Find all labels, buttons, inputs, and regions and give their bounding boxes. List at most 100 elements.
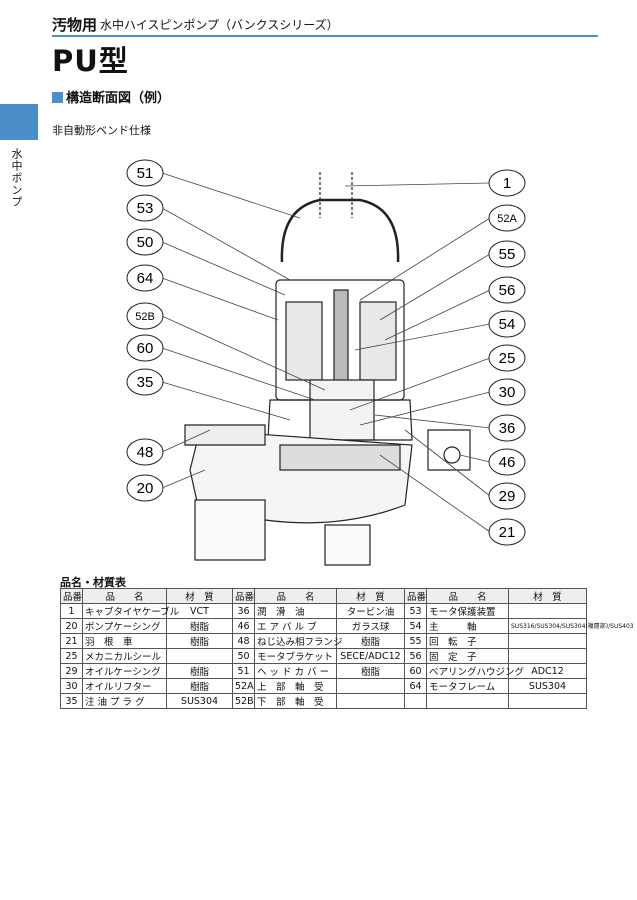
- section-title: 構造断面図（例）: [66, 91, 171, 106]
- svg-text:29: 29: [499, 488, 516, 505]
- cell: 樹脂: [166, 618, 233, 634]
- svg-text:35: 35: [137, 374, 154, 391]
- callouts-right: 1 52A 55 56 54 25 30 36 46 29 21: [488, 169, 526, 546]
- callout-46: 46: [488, 448, 526, 476]
- cell: [166, 648, 233, 664]
- leader-46: [459, 454, 491, 463]
- cell: 55: [404, 633, 427, 649]
- leader-52b: [161, 315, 326, 391]
- suction: [324, 524, 371, 566]
- cell: 35: [60, 693, 83, 709]
- cell: 樹脂: [166, 633, 233, 649]
- spec-note: 非自動形ベンド仕様: [52, 124, 151, 137]
- cell: 60: [404, 663, 427, 679]
- cell: 52B: [232, 693, 255, 709]
- cross-section-diagram: 51 53 50 64 52B 60 35 48 20 1 52A 55 56 …: [126, 159, 526, 566]
- cell: [404, 693, 427, 709]
- table-row: 29 オイルケーシング 樹脂 51 ヘ ッ ド カ バ ー 樹脂 60 ベアリン…: [60, 663, 587, 679]
- header-material-1: 材 質: [166, 588, 233, 604]
- callout-20: 20: [126, 474, 164, 502]
- header-rule: [52, 35, 598, 37]
- cell: 48: [232, 633, 255, 649]
- cell: 36: [232, 603, 255, 619]
- cell: 64: [404, 678, 427, 694]
- discharge: [194, 499, 266, 561]
- svg-text:53: 53: [137, 200, 154, 217]
- callout-53: 53: [126, 194, 164, 222]
- cell: オイルリフター: [82, 678, 167, 694]
- header-name-1: 品 名: [82, 588, 167, 604]
- parts-material-table: 品番 品 名 材 質 品番 品 名 材 質 品番 品 名 材 質 1 キャブタイ…: [60, 588, 634, 709]
- callout-1: 1: [488, 169, 526, 197]
- cell: 潤 滑 油: [254, 603, 337, 619]
- cell: タービン油: [336, 603, 405, 619]
- header-no-1: 品番: [60, 588, 83, 604]
- flange: [184, 424, 266, 446]
- cell: [508, 633, 587, 649]
- svg-text:48: 48: [137, 444, 154, 461]
- callout-30: 30: [488, 378, 526, 406]
- header-material-3: 材 質: [508, 588, 587, 604]
- cell: [508, 648, 587, 664]
- cell: [336, 678, 405, 694]
- cell: モータブラケット: [254, 648, 337, 664]
- table-row: 1 キャブタイヤケーブル VCT 36 潤 滑 油 タービン油 53 モータ保護…: [60, 603, 587, 619]
- callout-51: 51: [126, 159, 164, 187]
- cell: 上 部 軸 受: [254, 678, 337, 694]
- cell: 主 軸: [426, 618, 509, 634]
- svg-text:36: 36: [499, 420, 516, 437]
- cell: 21: [60, 633, 83, 649]
- cell: 注 油 プ ラ グ: [82, 693, 167, 709]
- svg-text:21: 21: [499, 524, 516, 541]
- page-title: PU型: [52, 44, 129, 78]
- cable: [319, 172, 353, 218]
- cell: 29: [60, 663, 83, 679]
- header-name-3: 品 名: [426, 588, 509, 604]
- svg-text:50: 50: [137, 234, 154, 251]
- cell: 下 部 軸 受: [254, 693, 337, 709]
- cell: 54: [404, 618, 427, 634]
- stator-left: [285, 301, 323, 381]
- leader-21: [379, 454, 491, 533]
- series-subtitle: 水中ハイスピンポンプ（バンクスシリーズ）: [100, 18, 339, 32]
- category-label: 汚物用: [52, 16, 98, 34]
- side-tab: [0, 104, 38, 140]
- head-cover: [280, 198, 400, 263]
- cell: キャブタイヤケーブル: [82, 603, 179, 619]
- callout-52a: 52A: [488, 204, 526, 232]
- cell: 回 転 子: [426, 633, 509, 649]
- svg-text:56: 56: [499, 282, 516, 299]
- oil-casing: [267, 399, 413, 441]
- cell: ヘ ッ ド カ バ ー: [254, 663, 337, 679]
- svg-text:20: 20: [137, 480, 154, 497]
- cell: 樹脂: [336, 633, 405, 649]
- leader-50: [161, 241, 286, 296]
- header-no-2: 品番: [232, 588, 255, 604]
- cell: SUS304: [166, 693, 233, 709]
- cell: 樹脂: [336, 663, 405, 679]
- cell: SUS316/SUS304/SUS304(複層部)/SUS403: [508, 618, 634, 634]
- callout-48: 48: [126, 438, 164, 466]
- cell: 53: [404, 603, 427, 619]
- callouts-left: 51 53 50 64 52B 60 35 48 20: [126, 159, 164, 502]
- cell: モータ保護装置: [426, 603, 509, 619]
- header-material-2: 材 質: [336, 588, 405, 604]
- cell: 羽 根 車: [82, 633, 167, 649]
- leader-53: [161, 207, 291, 281]
- callout-35: 35: [126, 368, 164, 396]
- cell: SUS304: [508, 678, 587, 694]
- cell: SECE/ADC12: [336, 648, 405, 664]
- cell: 20: [60, 618, 83, 634]
- table-row: 35 注 油 プ ラ グ SUS304 52B 下 部 軸 受: [60, 693, 587, 709]
- leader-30: [359, 391, 491, 426]
- svg-text:55: 55: [499, 246, 516, 263]
- cell: [508, 693, 587, 709]
- leader-25: [349, 357, 491, 411]
- svg-text:51: 51: [137, 165, 154, 182]
- svg-text:30: 30: [499, 384, 516, 401]
- svg-text:52A: 52A: [497, 213, 517, 225]
- air-valve: [443, 446, 461, 464]
- section-bullet: [52, 92, 63, 103]
- callout-29: 29: [488, 482, 526, 510]
- cell: 樹脂: [166, 678, 233, 694]
